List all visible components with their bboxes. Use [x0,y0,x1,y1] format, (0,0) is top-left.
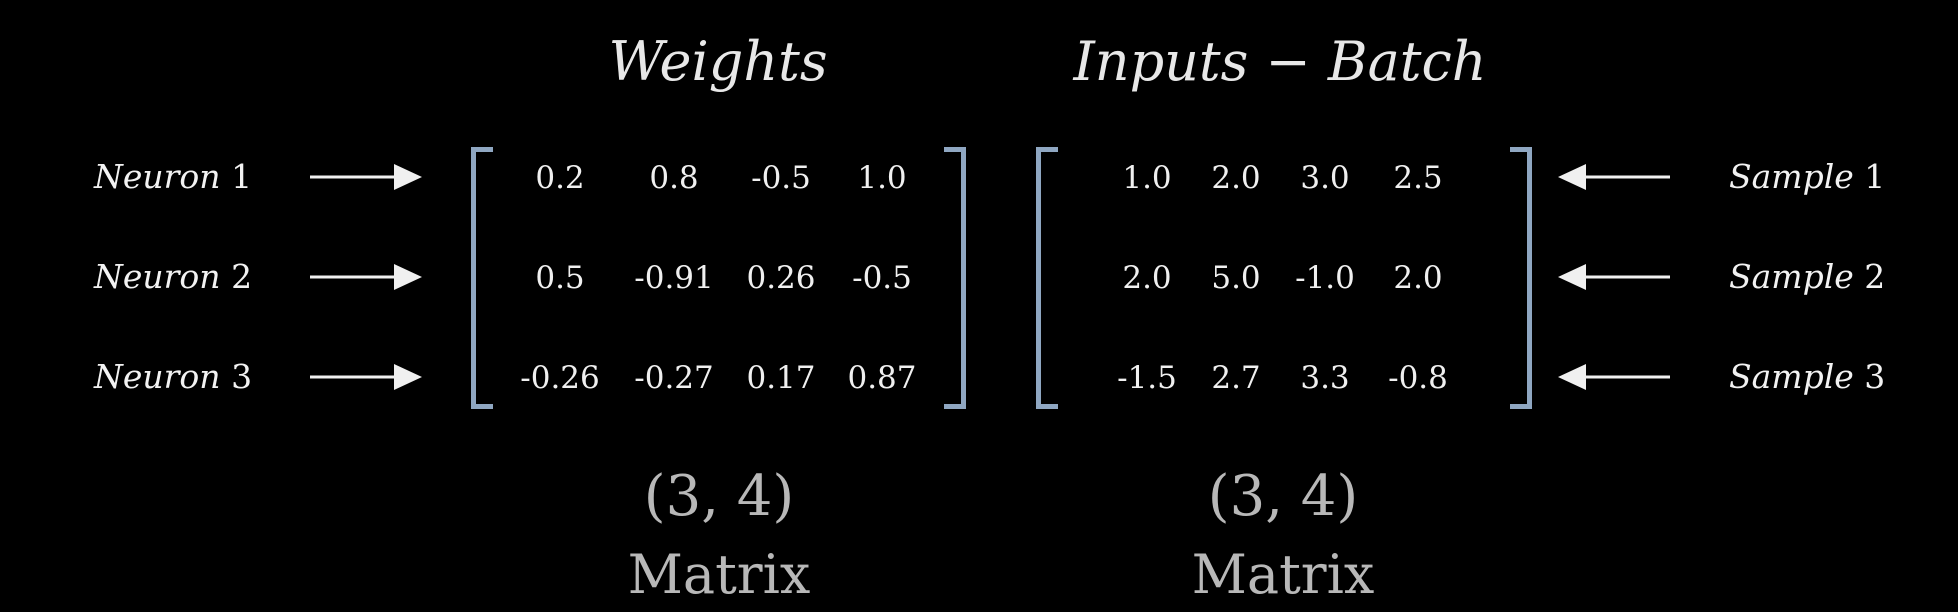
sample-label-word: Sample [1729,157,1854,196]
weights-cell: -0.5 [751,160,811,196]
inputs-cell: 1.0 [1122,160,1172,196]
sample-label-number: 1 [1864,157,1886,196]
arrow-right-icon [310,364,422,390]
sample-2-label: Sample 2 [1729,257,1885,297]
inputs-shape-label: (3, 4) [1207,464,1359,529]
neuron-label-word: Neuron [94,357,221,396]
inputs-cell: 2.0 [1393,260,1443,296]
arrow-right-icon [310,264,422,290]
inputs-cell: -1.5 [1117,360,1177,396]
sample-3-label: Sample 3 [1729,357,1885,397]
inputs-kind-label: Matrix [1191,543,1375,606]
sample-label-word: Sample [1729,257,1854,296]
inputs-cell: 2.0 [1122,260,1172,296]
weights-shape-label: (3, 4) [643,464,795,529]
neuron-1-label: Neuron 1 [94,157,252,197]
arrow-left-icon [1558,164,1670,190]
weights-cell: 0.8 [649,160,699,196]
arrow-left-icon [1558,364,1670,390]
weights-cell: 0.26 [746,260,816,296]
arrow-right-icon [310,164,422,190]
weights-cell: 0.87 [847,360,917,396]
inputs-batch-title: Inputs − Batch [1073,30,1487,93]
inputs-cell: -0.8 [1388,360,1448,396]
neuron-label-word: Neuron [94,257,221,296]
weights-cell: 0.2 [535,160,585,196]
neuron-2-label: Neuron 2 [94,257,252,297]
inputs-cell: 2.5 [1393,160,1443,196]
weights-cell: 1.0 [857,160,907,196]
arrow-left-icon [1558,264,1670,290]
inputs-cell: 2.0 [1211,160,1261,196]
weights-title: Weights [608,30,828,93]
sample-1-label: Sample 1 [1729,157,1885,197]
weights-cell: -0.26 [520,360,600,396]
inputs-cell: 5.0 [1211,260,1261,296]
inputs-matrix-right-bracket [1510,147,1532,409]
inputs-cell: -1.0 [1295,260,1355,296]
weights-cell: -0.5 [852,260,912,296]
neuron-label-number: 3 [231,357,253,396]
sample-label-number: 2 [1864,257,1886,296]
sample-label-number: 3 [1864,357,1886,396]
weights-cell: 0.5 [535,260,585,296]
weights-kind-label: Matrix [627,543,811,606]
weights-cell: -0.27 [634,360,714,396]
inputs-cell: 3.0 [1300,160,1350,196]
weights-matrix-right-bracket [944,147,966,409]
neuron-label-number: 2 [231,257,253,296]
inputs-matrix-left-bracket [1036,147,1058,409]
neuron-label-number: 1 [231,157,253,196]
inputs-cell: 2.7 [1211,360,1261,396]
sample-label-word: Sample [1729,357,1854,396]
weights-cell: 0.17 [746,360,816,396]
weights-matrix-left-bracket [471,147,493,409]
inputs-cell: 3.3 [1300,360,1350,396]
neuron-label-word: Neuron [94,157,221,196]
weights-cell: -0.91 [634,260,714,296]
neuron-3-label: Neuron 3 [94,357,252,397]
